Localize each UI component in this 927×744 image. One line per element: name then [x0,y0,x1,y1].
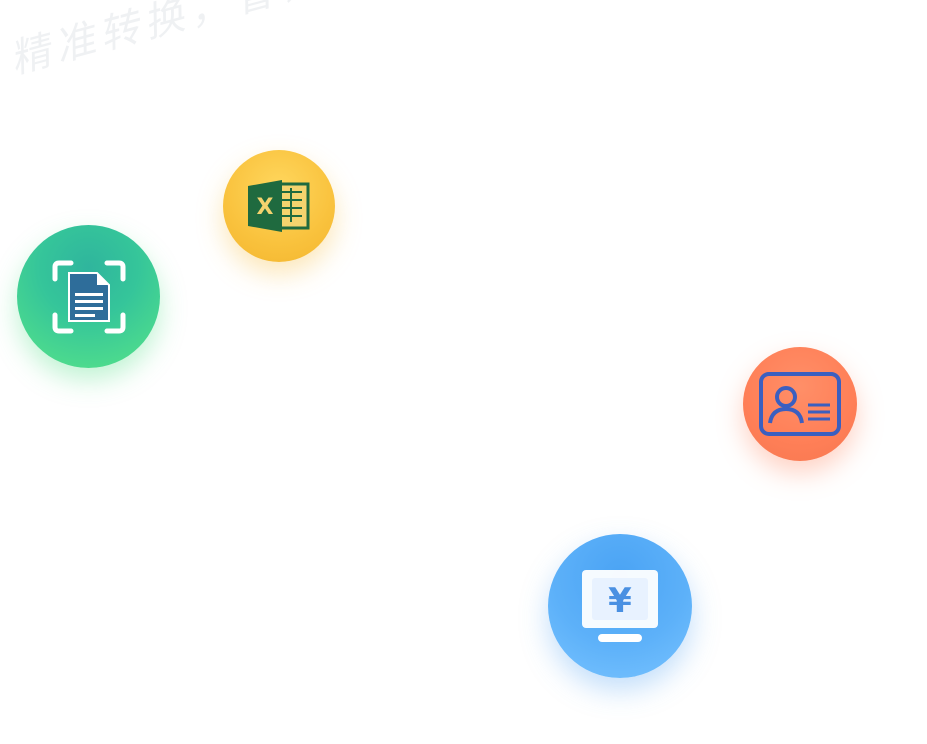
invoice-monitor-icon: ¥ [578,566,662,646]
excel-icon: X [244,176,314,236]
yen-symbol: ¥ [608,581,632,621]
slogan-watermark: 精准转换，省钱省时！ [5,0,462,84]
id-card-icon [758,371,842,437]
document-scan-bubble[interactable] [17,225,160,368]
excel-bubble[interactable]: X [223,150,335,262]
sparkle-right [688,608,700,610]
sparkle-left [540,595,554,597]
excel-letter: X [257,195,274,220]
id-card-bubble[interactable] [743,347,857,461]
document-scan-icon [49,257,129,337]
invoice-bubble[interactable]: ¥ [548,534,692,678]
